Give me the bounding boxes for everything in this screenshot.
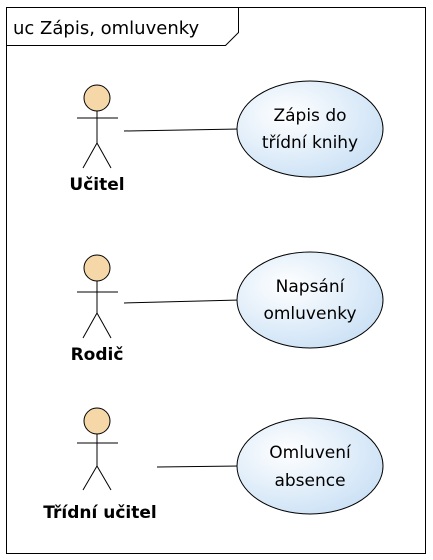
association-rodic-omluvenka: [123, 299, 241, 304]
actor-leg-left: [82, 465, 98, 491]
actor-rodic[interactable]: Rodič: [71, 254, 124, 365]
actor-ucitel[interactable]: Učitel: [69, 84, 125, 195]
actor-leg-right: [96, 465, 112, 491]
actor-head: [83, 254, 111, 282]
actor-head: [83, 407, 111, 435]
usecase-ellipse: [236, 251, 384, 349]
actor-leg-right: [96, 142, 112, 169]
actor-label: Rodič: [71, 345, 124, 365]
usecase-ellipse: [236, 417, 384, 515]
association-tridni-ucitel-absence: [156, 465, 241, 468]
usecase-label-line-1: Napsání: [276, 277, 346, 297]
actor-leg-left: [82, 312, 98, 339]
actor-leg-left: [82, 142, 98, 169]
usecase-omluvenka[interactable]: Napsání omluvenky: [236, 251, 384, 349]
frame-title-tab: [6, 7, 239, 46]
usecase-label-line-1: Omluvení: [269, 443, 352, 463]
actor-head: [83, 84, 111, 112]
usecase-absence[interactable]: Omluvení absence: [236, 417, 384, 515]
actor-label: Učitel: [69, 175, 124, 195]
actor-label: Třídní učitel: [43, 503, 156, 523]
actor-tridni-ucitel[interactable]: Třídní učitel: [43, 407, 157, 523]
usecase-zapis[interactable]: Zápis do třídní knihy: [236, 80, 384, 178]
usecase-label-line-2: absence: [274, 471, 345, 491]
association-ucitel-zapis: [123, 128, 241, 132]
usecase-label-line-1: Zápis do: [273, 106, 346, 126]
usecase-label-line-2: omluvenky: [263, 304, 356, 324]
usecase-label-line-2: třídní knihy: [262, 133, 358, 153]
usecase-ellipse: [236, 80, 384, 178]
actor-leg-right: [96, 312, 112, 339]
frame-title: uc Zápis, omluvenky: [13, 18, 200, 39]
